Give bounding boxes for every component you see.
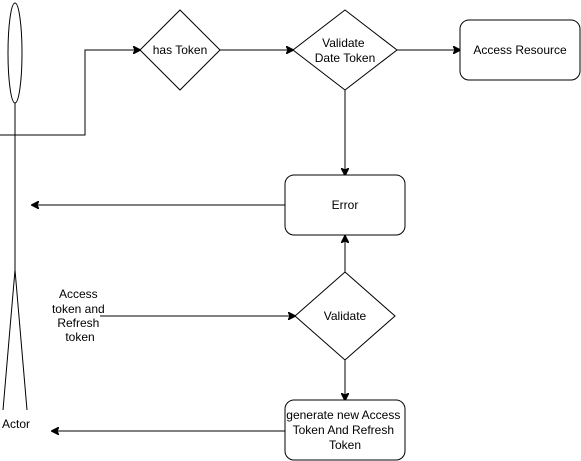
tokens-text-line-2: token and	[52, 302, 105, 316]
has-token-label: has Token	[153, 43, 208, 57]
generate-tokens-box: generate new Access Token And Refresh To…	[284, 399, 406, 461]
generate-tokens-label: generate new Access Token And Refresh To…	[286, 408, 403, 452]
edges	[0, 50, 460, 431]
access-resource-label: Access Resource	[473, 43, 567, 57]
actor-left-leg	[2, 269, 16, 411]
generate-tokens-line-2: Token And Refresh	[293, 423, 394, 437]
generate-tokens-line-3: Token	[329, 438, 361, 452]
error-label: Error	[332, 198, 359, 212]
tokens-text-line-4: token	[65, 330, 94, 344]
access-and-refresh-text: Access token and Refresh token	[52, 287, 108, 344]
tokens-text-line-3: Refresh	[57, 316, 99, 330]
validate-date-token-line-1: Validate	[322, 36, 365, 50]
tokens-text-line-1: Access	[59, 287, 98, 301]
svg-text:Access token and R: Access token and Refresh token	[52, 287, 108, 344]
validate-date-token-diamond: Validate Date Token	[292, 9, 398, 91]
access-resource-box: Access Resource	[459, 19, 581, 81]
validate-date-token-line-2: Date Token	[315, 51, 376, 65]
validate-date-token-label: Validate Date Token	[315, 36, 376, 65]
validate-diamond: Validate	[294, 271, 396, 361]
validate-label: Validate	[324, 309, 367, 323]
actor-head	[7, 2, 23, 104]
has-token-diamond: has Token	[139, 9, 221, 91]
generate-tokens-line-1: generate new Access	[286, 408, 400, 422]
actor-right-leg	[14, 269, 28, 411]
error-box: Error	[284, 174, 406, 236]
actor-label: Actor	[2, 417, 30, 431]
actor: Actor	[0, 2, 30, 431]
edge-actor-to-has-token	[0, 50, 140, 136]
